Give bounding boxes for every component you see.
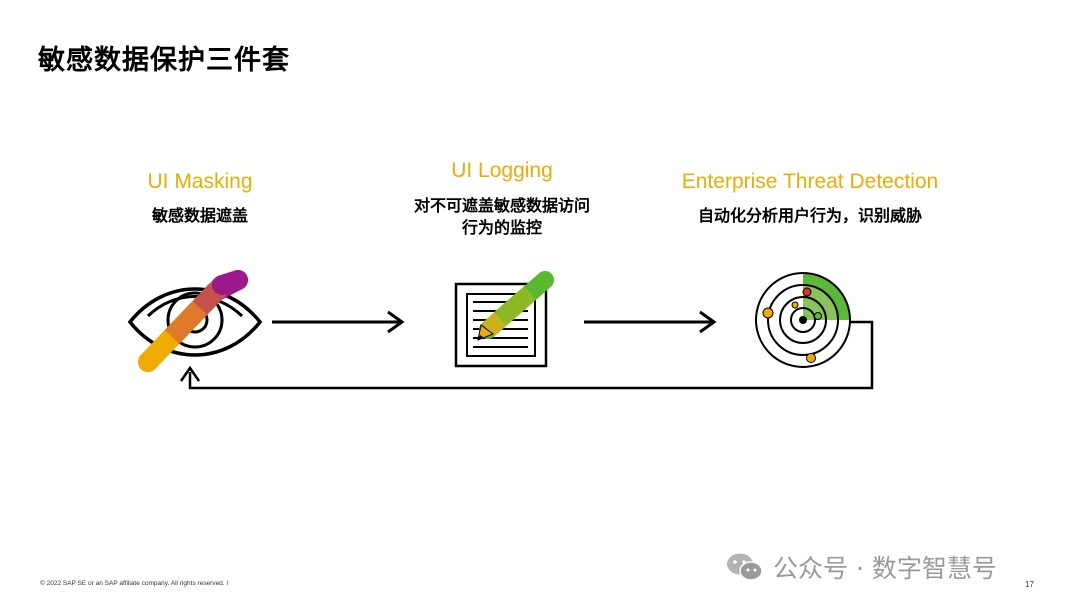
subtitle-ui-logging-line2: 行为的监控 [461,218,542,237]
subtitle-ui-masking: 敏感数据遮盖 [151,206,248,225]
subtitle-enterprise-threat-detection: 自动化分析用户行为，识别威胁 [697,206,922,225]
watermark: 公众号 · 数字智慧号 [725,549,997,585]
heading-ui-masking: UI Masking [147,170,253,193]
subtitle-ui-logging-line1: 对不可遮盖敏感数据访问 [413,196,590,215]
copyright-footer: © 2022 SAP SE or an SAP affiliate compan… [40,580,229,587]
document-with-pencil-icon [454,271,554,368]
page-number: 17 [1025,580,1034,589]
eye-with-pencil-icon [127,270,263,372]
watermark-text: 公众号 · 数字智慧号 [773,554,997,583]
feedback-loop-arrow [179,320,874,390]
wechat-icon [727,553,763,581]
arrow-masking-to-logging [272,310,405,334]
arrow-logging-to-detection [584,310,717,334]
heading-ui-logging: UI Logging [451,159,553,182]
heading-enterprise-threat-detection: Enterprise Threat Detection [681,170,939,193]
radar-icon [755,272,851,368]
page-title: 敏感数据保护三件套 [38,45,290,76]
